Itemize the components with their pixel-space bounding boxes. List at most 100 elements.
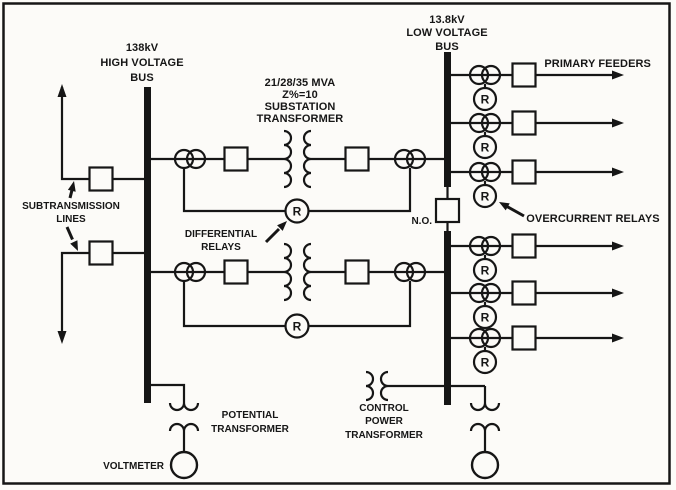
overcurrent-relay-icon bbox=[472, 86, 498, 112]
overcurrent-relay-icon bbox=[472, 304, 498, 330]
normally-open-label: N.O. bbox=[411, 216, 432, 227]
feeder-arrow-icon bbox=[612, 118, 624, 128]
potential-transformer-voltmeter bbox=[151, 383, 200, 480]
current-transformer-icon bbox=[468, 64, 502, 86]
primary-feeder: R bbox=[451, 325, 624, 375]
transformer-branch-1: R bbox=[151, 129, 444, 224]
line-arrow-up-icon bbox=[57, 84, 67, 97]
bus-tie-breaker: N.O. bbox=[411, 187, 461, 231]
primary-feeder: R bbox=[451, 159, 624, 209]
potential-transformer-icon bbox=[168, 402, 200, 432]
current-transformer-icon bbox=[468, 327, 502, 349]
lv-bus-upper bbox=[444, 52, 451, 187]
relay-letter: R bbox=[481, 141, 490, 155]
relay-letter: R bbox=[293, 205, 302, 219]
relay-letter: R bbox=[481, 264, 490, 278]
current-transformer-icon bbox=[393, 148, 427, 170]
hv-bus bbox=[144, 87, 151, 403]
subtransmission-line-2 bbox=[57, 240, 144, 344]
substation-transformer-label: TRANSFORMER bbox=[257, 113, 344, 125]
hv-bus-label: 138kV bbox=[126, 42, 159, 54]
subtransmission-line-1 bbox=[57, 84, 144, 192]
transformer-winding-icon bbox=[283, 242, 293, 302]
current-transformer-icon bbox=[468, 161, 502, 183]
circuit-breaker-icon bbox=[511, 233, 537, 259]
hv-bus-label: BUS bbox=[130, 72, 154, 84]
substation-transformer-label: 21/28/35 MVA bbox=[265, 77, 336, 89]
diagram-border bbox=[2, 2, 671, 485]
overcurrent-relay-icon bbox=[472, 183, 498, 209]
potential-transformer-label: TRANSFORMER bbox=[211, 424, 290, 435]
feeder-arrow-icon bbox=[612, 288, 624, 298]
relay-letter: R bbox=[481, 93, 490, 107]
annotation-arrow-icon bbox=[65, 226, 78, 251]
control-power-transformer-label: POWER bbox=[365, 416, 404, 427]
relay-letter: R bbox=[293, 320, 302, 334]
circuit-breaker-icon bbox=[511, 159, 537, 185]
circuit-breaker-icon bbox=[344, 146, 370, 172]
primary-feeder: R bbox=[451, 280, 624, 330]
overcurrent-relay-icon bbox=[472, 349, 498, 375]
substation-transformer-label: SUBSTATION bbox=[265, 101, 336, 113]
transformer-winding-icon bbox=[302, 129, 312, 189]
potential-transformer-voltmeter bbox=[469, 386, 501, 480]
circuit-breaker-icon bbox=[344, 259, 370, 285]
circuit-breaker-icon bbox=[511, 325, 537, 351]
annotation-arrow-icon bbox=[499, 202, 525, 218]
circuit-breaker-icon bbox=[223, 259, 249, 285]
differential-relay-icon bbox=[284, 313, 310, 339]
lv-bus-lower bbox=[444, 231, 451, 405]
circuit-breaker-icon bbox=[511, 62, 537, 88]
current-transformer-icon bbox=[393, 261, 427, 283]
lv-bus-label: LOW VOLTAGE bbox=[406, 27, 487, 39]
control-power-transformer bbox=[365, 370, 485, 402]
annotation-arrow-icon bbox=[67, 181, 76, 199]
voltmeter-label: VOLTMETER bbox=[103, 461, 165, 472]
substation-transformer-label: Z%=10 bbox=[282, 89, 318, 101]
differential-relay-icon bbox=[284, 198, 310, 224]
overcurrent-relay-icon bbox=[472, 257, 498, 283]
relay-letter: R bbox=[481, 190, 490, 204]
lv-bus-label: BUS bbox=[435, 41, 459, 53]
line-arrow-down-icon bbox=[57, 331, 67, 344]
feeder-arrow-icon bbox=[612, 167, 624, 177]
transformer-winding-icon bbox=[283, 129, 293, 189]
subtransmission-lines-label: LINES bbox=[56, 214, 86, 225]
feeder-arrow-icon bbox=[612, 333, 624, 343]
circuit-breaker-icon bbox=[511, 280, 537, 306]
circuit-breaker-icon bbox=[511, 110, 537, 136]
voltmeter-icon bbox=[470, 450, 500, 480]
circuit-breaker-icon bbox=[88, 166, 114, 192]
current-transformer-icon bbox=[468, 235, 502, 257]
transformer-winding-icon bbox=[302, 242, 312, 302]
overcurrent-relays-label: OVERCURRENT RELAYS bbox=[526, 213, 659, 225]
potential-transformer-icon bbox=[469, 402, 501, 432]
circuit-breaker-icon bbox=[88, 240, 114, 266]
circuit-breaker-icon bbox=[434, 197, 461, 224]
circuit-breaker-icon bbox=[223, 146, 249, 172]
voltmeter-icon bbox=[169, 450, 199, 480]
feeder-arrow-icon bbox=[612, 70, 624, 80]
current-transformer-icon bbox=[468, 282, 502, 304]
control-power-transformer-label: CONTROL bbox=[359, 403, 408, 414]
control-power-transformer-icon bbox=[365, 370, 389, 402]
feeder-arrow-icon bbox=[612, 241, 624, 251]
overcurrent-relay-icon bbox=[472, 134, 498, 160]
differential-relays-label: RELAYS bbox=[201, 242, 241, 253]
control-power-transformer-label: TRANSFORMER bbox=[345, 430, 424, 441]
potential-transformer-label: POTENTIAL bbox=[222, 410, 279, 421]
hv-bus-label: HIGH VOLTAGE bbox=[100, 57, 183, 69]
differential-relays-label: DIFFERENTIAL bbox=[185, 229, 257, 240]
primary-feeder: R bbox=[451, 110, 624, 160]
relay-letter: R bbox=[481, 356, 490, 370]
primary-feeder: R bbox=[451, 233, 624, 283]
primary-feeder: R bbox=[451, 62, 624, 112]
subtransmission-lines-label: SUBTRANSMISSION bbox=[22, 201, 120, 212]
transformer-branch-2: R bbox=[151, 242, 444, 339]
current-transformer-icon bbox=[468, 112, 502, 134]
lv-bus-label: 13.8kV bbox=[429, 14, 465, 26]
relay-letter: R bbox=[481, 311, 490, 325]
annotation-arrow-icon bbox=[264, 221, 287, 244]
